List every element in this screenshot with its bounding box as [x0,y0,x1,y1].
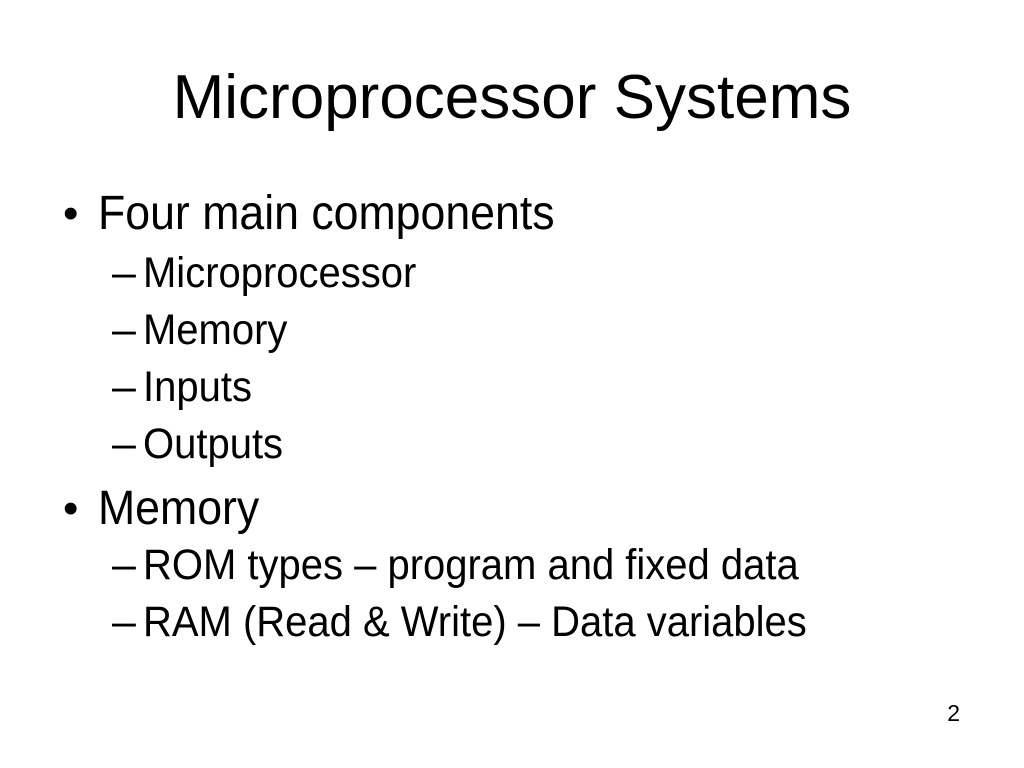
slide-title: Microprocessor Systems [172,63,852,132]
sub-bullet-item: – Outputs [0,416,1024,473]
sub-bullet-item: – Inputs [0,359,1024,416]
bullet-item: • Four main components [0,185,1024,242]
dash-icon: – [112,249,136,297]
sub-bullet-item: – RAM (Read & Write) – Data variables [0,594,1024,651]
dash-icon: – [112,541,136,589]
bullet-text: Memory [98,482,260,535]
bullet-item: • Memory [0,480,1024,537]
sub-bullet-text: ROM types – program and fixed data [143,541,799,589]
sub-bullet-text: Microprocessor [143,249,417,297]
dash-icon: – [112,420,136,468]
page-number: 2 [947,700,960,726]
sub-bullet-text: Memory [143,306,288,354]
sub-bullet-item: – ROM types – program and fixed data [0,537,1024,594]
bullet-text: Four main components [98,187,555,240]
sub-bullet-item: – Memory [0,302,1024,359]
sub-bullet-text: Inputs [143,363,252,411]
dash-icon: – [112,306,136,354]
sub-bullet-text: Outputs [143,420,284,468]
dash-icon: – [112,363,136,411]
sub-bullet-item: – Microprocessor [0,245,1024,302]
bullet-icon: • [63,484,79,533]
sub-bullet-text: RAM (Read & Write) – Data variables [143,598,807,646]
bullet-list: • Four main components – Microprocessor … [0,185,1024,651]
dash-icon: – [112,598,136,646]
bullet-icon: • [63,189,79,238]
